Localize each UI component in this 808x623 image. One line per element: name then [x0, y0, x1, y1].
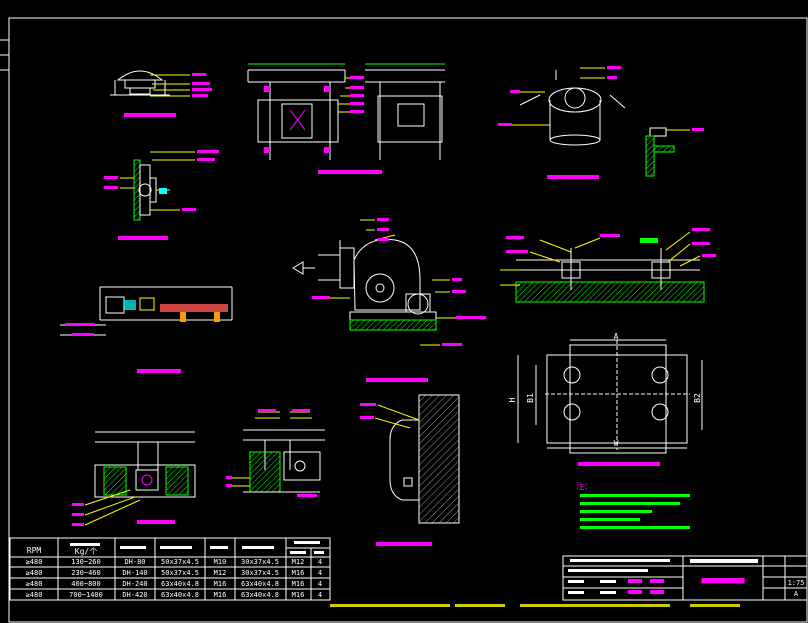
wall-fan-detail — [104, 150, 219, 240]
table-cell: 400~800 — [71, 580, 101, 588]
wall-fan-caption — [118, 236, 168, 240]
table-header-load: Kg/个 — [75, 547, 97, 556]
table-cell: M10 — [214, 558, 227, 566]
notes-block: 注： — [576, 481, 690, 529]
scale-value: 1:75 — [788, 579, 805, 587]
bolt-hole-icon — [651, 403, 669, 421]
fan-bench-caption — [137, 369, 181, 373]
table-cell: DH-140 — [122, 569, 147, 577]
duct-hanger-section — [226, 409, 325, 497]
table-cell: DH-420 — [122, 591, 147, 599]
left-margin-ticks — [0, 39, 9, 71]
dim-label-left-inner: B1 — [526, 393, 535, 403]
inline-fan-caption — [137, 520, 175, 524]
dim-label-left-outer: H — [508, 397, 517, 402]
title-block: ■■■■■■■■ 1:75 A — [562, 555, 808, 601]
fan-bench-detail — [60, 286, 233, 373]
table-cell: M16 — [214, 591, 227, 599]
table-cell: M16 — [292, 580, 305, 588]
table-cell: 230~460 — [71, 569, 101, 577]
table-cell: 4 — [318, 569, 322, 577]
table-cell: 63x40x4.8 — [161, 591, 199, 599]
table-cell: 63x40x4.8 — [241, 591, 279, 599]
centrifugal-fan-caption — [366, 378, 428, 382]
table-cell: ≥480 — [26, 569, 43, 577]
dim-label-top: A — [614, 332, 619, 341]
wall-mount-caption — [376, 542, 432, 546]
table-cell: M16 — [292, 591, 305, 599]
table-cell: ≥480 — [26, 558, 43, 566]
revision: A — [794, 590, 799, 598]
parts-table: RPM Kg/个 — [9, 537, 331, 601]
notes-heading: 注： — [576, 481, 592, 491]
dim-label-right: B2 — [693, 393, 702, 403]
table-cell: ≥480 — [26, 591, 43, 599]
bolt-hole-icon — [563, 366, 581, 384]
footer-notes — [330, 604, 740, 607]
axial-fan-caption — [547, 175, 599, 179]
table-cell: 130~260 — [71, 558, 101, 566]
table-cell: 4 — [318, 558, 322, 566]
table-cell: 4 — [318, 591, 322, 599]
table-cell: 700~1400 — [69, 591, 103, 599]
table-cell: 50x37x4.5 — [161, 569, 199, 577]
bolt-hole-icon — [563, 403, 581, 421]
table-cell: 63x40x4.8 — [241, 580, 279, 588]
table-cell: M16 — [292, 569, 305, 577]
table-cell: 63x40x4.8 — [161, 580, 199, 588]
plate-caption — [578, 462, 660, 466]
roof-ventilator-caption — [124, 113, 176, 117]
duct-hanger-caption — [318, 170, 382, 174]
table-cell: M12 — [214, 569, 227, 577]
inline-duct-fan-detail — [72, 431, 196, 526]
table-cell: 50x37x4.5 — [161, 558, 199, 566]
table-cell: M16 — [214, 580, 227, 588]
table-cell: M12 — [292, 558, 305, 566]
table-cell: DH-80 — [124, 558, 145, 566]
table-cell: 30x37x4.5 — [241, 558, 279, 566]
duct-box-hanger-detail — [247, 63, 445, 174]
roof-ventilator-detail — [110, 70, 212, 117]
table-cell: DH-240 — [122, 580, 147, 588]
mounting-plate-plan: A W H B1 B2 — [508, 332, 703, 466]
axial-fan-detail — [498, 66, 704, 179]
table-header-rpm: RPM — [27, 546, 42, 555]
dim-label-bottom: W — [614, 439, 619, 448]
drawing-title: ■■■■■■■■ — [701, 576, 745, 586]
table-cell: ≥480 — [26, 580, 43, 588]
vibration-isolator-detail — [500, 228, 716, 303]
centrifugal-fan-detail — [292, 218, 486, 382]
bolt-hole-icon — [651, 366, 669, 384]
table-cell: 30x37x4.5 — [241, 569, 279, 577]
table-cell: 4 — [318, 580, 322, 588]
wall-mount-fan-section — [360, 394, 460, 546]
airflow-arrow-icon — [292, 261, 304, 275]
